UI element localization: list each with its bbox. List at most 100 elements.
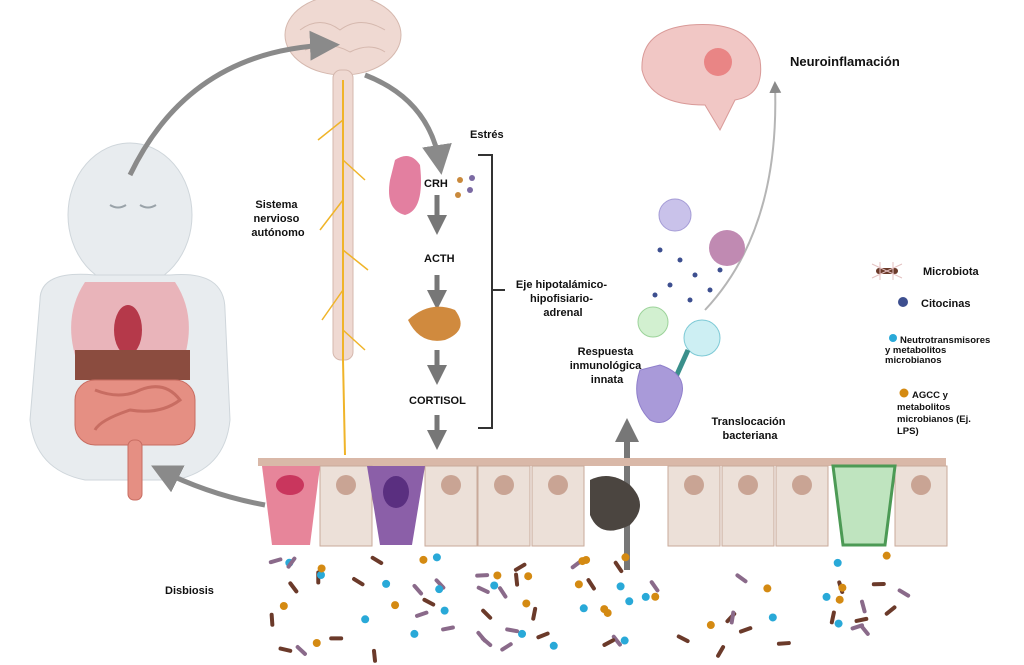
legend-agcc: AGCC y metabolitos microbianos (Ej. LPS) — [897, 390, 974, 437]
cell-nucleus — [738, 475, 758, 495]
brain-to-stress-arrow — [364, 72, 452, 175]
bacterium — [441, 625, 455, 632]
cortisol-label: CORTISOL — [409, 395, 466, 407]
cell-nucleus — [494, 475, 514, 495]
bacterium — [480, 636, 493, 648]
microbiota-field — [268, 551, 911, 663]
goblet-cell-green — [831, 464, 897, 547]
neurotransmitter-dot — [625, 597, 634, 606]
agcc-dot — [621, 553, 630, 562]
neurotransmitter-dot — [432, 553, 441, 562]
agcc-dot — [524, 572, 533, 581]
translocation-label: Translocación bacteriana — [711, 416, 788, 442]
hpa-axis-label: Eje hipotalámico- hipofisiario- adrenal — [516, 279, 610, 319]
bacterium — [859, 599, 867, 614]
agcc-dot — [317, 564, 326, 573]
bacterium — [481, 608, 493, 620]
intestines — [74, 379, 196, 501]
bacterium — [854, 616, 869, 623]
bacterium — [850, 623, 865, 631]
adrenal-icon — [408, 306, 461, 341]
agcc-dot — [419, 555, 428, 564]
neurotransmitter-dot — [382, 579, 391, 588]
bacterium — [676, 634, 690, 644]
bacterium — [422, 597, 436, 607]
agcc-dot — [574, 580, 583, 589]
agcc-icon — [899, 388, 909, 398]
neurotransmitter-dot — [834, 619, 843, 628]
neurotransmitter-dot — [620, 636, 629, 645]
bacterium — [329, 636, 344, 641]
bacterium — [829, 610, 836, 625]
innate-response-label: Respuesta inmunológica innata — [570, 346, 645, 386]
neurotransmitter-dot — [549, 641, 558, 650]
bacterium — [500, 642, 513, 652]
neurotransmitter-icon — [889, 334, 897, 342]
bacterium — [476, 585, 490, 594]
legend-microbiota: Microbiota — [923, 266, 979, 278]
bacterium — [412, 583, 424, 596]
microbiota-icon — [871, 262, 903, 280]
stress-label: Estrés — [470, 129, 504, 141]
bacterium — [268, 557, 283, 565]
agcc-dot — [600, 605, 609, 614]
bacterium — [295, 645, 307, 656]
pituitary-icon — [389, 156, 421, 215]
neurotransmitter-dot — [833, 558, 842, 567]
agcc-dot — [882, 551, 891, 560]
bacterium — [498, 586, 508, 599]
bacterium — [586, 578, 596, 591]
brain-spinal-cord — [284, 0, 402, 456]
bacterium — [613, 560, 624, 574]
bacterium — [738, 626, 753, 634]
translocating-bacteria — [590, 476, 640, 531]
bacterium — [602, 638, 616, 647]
neurotransmitter-dot — [822, 592, 831, 601]
neurotransmitter-dot — [518, 629, 527, 638]
bacterium — [278, 646, 293, 653]
legend-neurotransmitters: Neutrotransmisores y metabolitos microbi… — [885, 335, 993, 366]
bacterium — [871, 581, 886, 587]
agcc-dot — [763, 584, 772, 593]
cell-nucleus — [548, 475, 568, 495]
neurotransmitter-dot — [440, 606, 449, 615]
bacterium — [513, 562, 527, 572]
gut-to-baby-arrow — [151, 465, 266, 508]
bacterium — [514, 572, 520, 587]
agcc-dot — [578, 557, 587, 566]
dysbiosis-label: Disbiosis — [165, 585, 214, 597]
heart — [114, 305, 142, 355]
bacterium — [729, 610, 736, 625]
neuroinflammation-label: Neuroinflamación — [790, 54, 900, 69]
bacterium — [370, 555, 384, 565]
acth-label: ACTH — [424, 253, 455, 265]
intestinal-epithelium — [258, 458, 948, 547]
liver — [75, 350, 190, 380]
bacterium — [649, 580, 660, 593]
infant-illustration — [29, 142, 231, 501]
neurotransmitter-dot — [579, 604, 588, 613]
bacterium — [434, 578, 446, 590]
legend-cytokines: Citocinas — [921, 298, 971, 310]
cell-nucleus — [792, 475, 812, 495]
bacterium — [269, 612, 275, 627]
bacterium — [352, 577, 365, 587]
agcc-dot — [835, 595, 844, 604]
legend: Microbiota Citocinas Neutrotransmisores … — [871, 262, 993, 437]
bacterium — [505, 627, 520, 634]
bacterium — [716, 645, 726, 658]
neurotransmitter-dot — [316, 570, 325, 579]
neurotransmitter-dot — [410, 629, 419, 638]
agcc-dot — [391, 601, 400, 610]
neurotransmitter-dot — [616, 582, 625, 591]
bacterium — [776, 641, 791, 646]
bacterium — [611, 634, 622, 647]
bacterium — [884, 605, 897, 616]
neurotransmitter-dot — [641, 592, 650, 601]
agcc-dot — [838, 583, 847, 592]
to-neuroinflammation-arrow — [704, 81, 782, 311]
bacterium — [531, 606, 538, 621]
agcc-dot — [651, 592, 660, 601]
bacterium — [897, 588, 911, 598]
